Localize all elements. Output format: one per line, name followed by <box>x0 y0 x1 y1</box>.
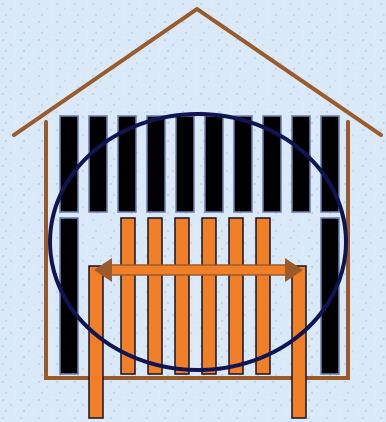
orange-bar <box>202 218 216 374</box>
black-bar <box>176 116 194 212</box>
orange-leg-right <box>292 266 306 418</box>
orange-bar <box>175 218 189 374</box>
orange-bar <box>256 218 270 374</box>
black-bar <box>205 116 223 212</box>
orange-leg-left <box>89 266 103 418</box>
black-bar <box>60 116 78 212</box>
orange-bar <box>229 218 243 374</box>
black-bar <box>292 116 310 212</box>
black-bar <box>234 116 252 212</box>
black-bar <box>89 116 107 212</box>
black-bar <box>147 116 165 212</box>
orange-bar <box>148 218 162 374</box>
